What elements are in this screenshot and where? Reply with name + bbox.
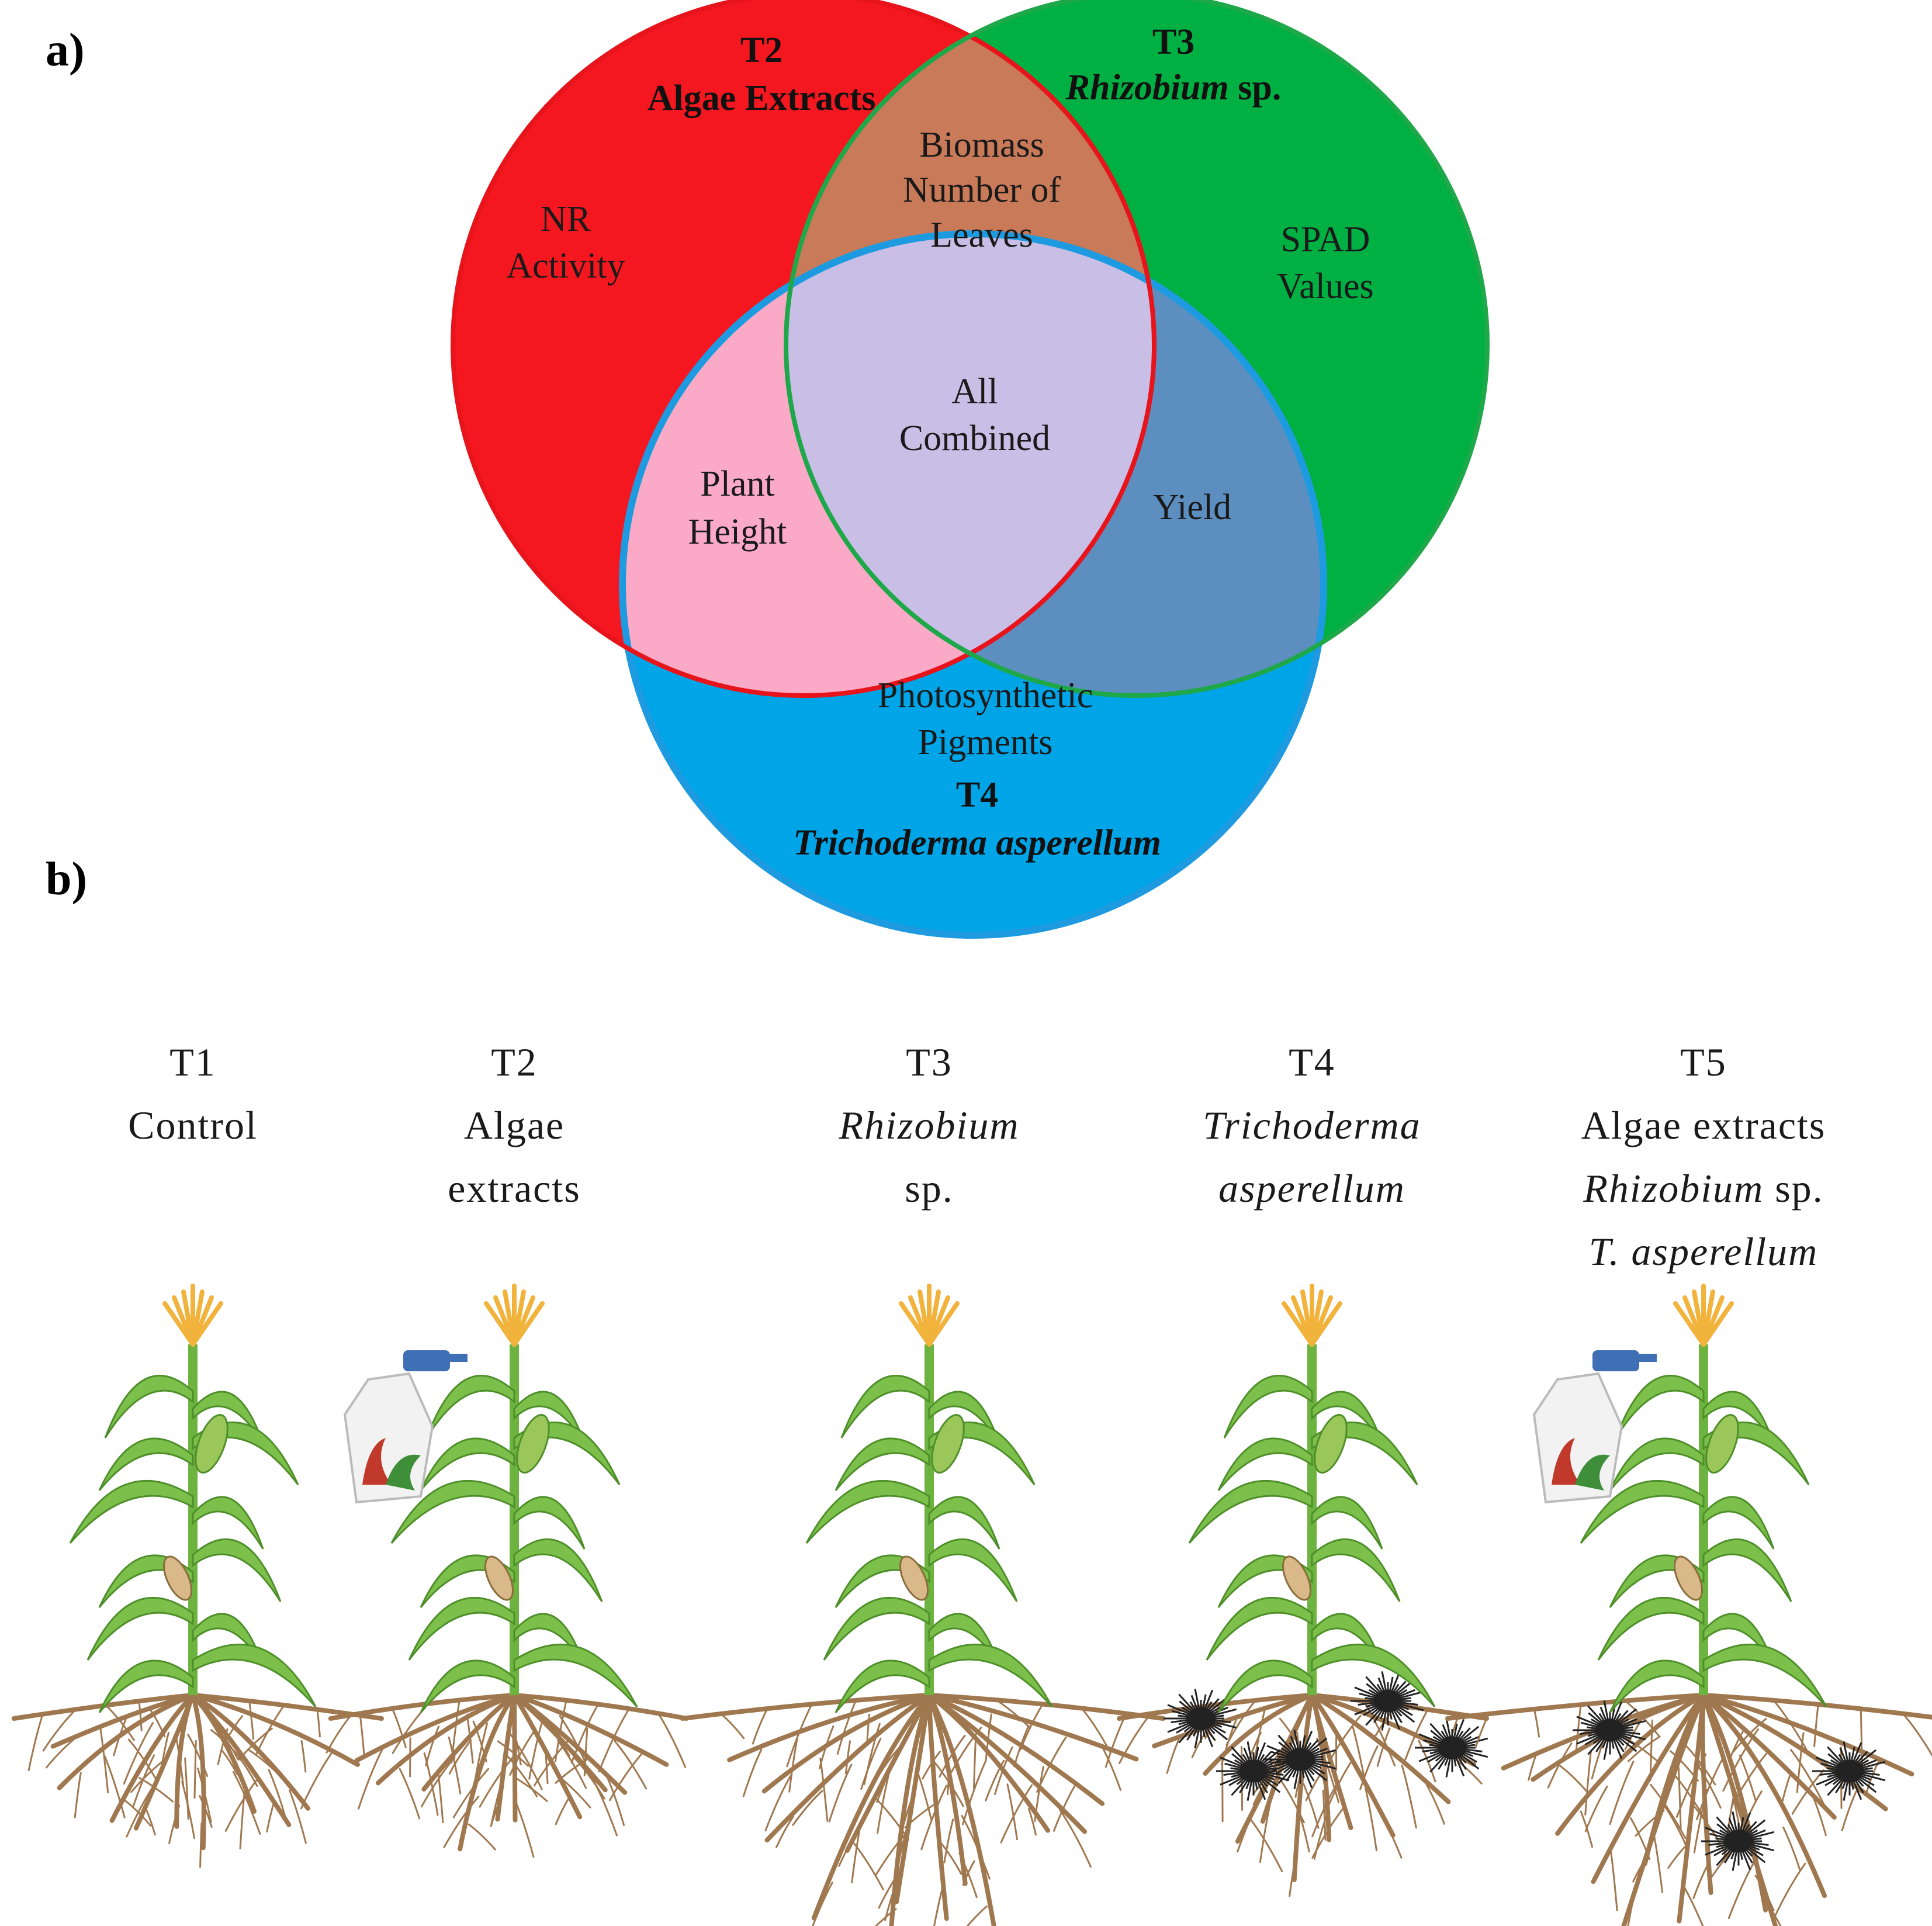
maize-tassel <box>1673 1284 1734 1347</box>
root-system <box>1445 1693 1932 1926</box>
t2-unique-line2: Activity <box>506 246 625 286</box>
venn-diagram-shapes <box>451 0 1490 939</box>
treatment-code-label: T4 <box>1289 1040 1335 1084</box>
t2-circle-outline <box>451 0 1157 698</box>
panel-label-a: a) <box>46 25 85 76</box>
t3-unique-line1: SPAD <box>1281 220 1370 260</box>
maize-cob <box>931 1414 965 1474</box>
treatment-description-line: Algae extracts <box>1581 1103 1826 1147</box>
treatment-description-line: T. asperellum <box>1589 1229 1818 1274</box>
root-system <box>11 1693 384 1868</box>
treatment-description-line: Algae <box>464 1103 565 1147</box>
fungus-colony <box>1701 1811 1775 1871</box>
t2-t3-overlap-line3: Leaves <box>930 215 1033 255</box>
t4-code-label: T4 <box>956 775 998 815</box>
treatment-description-line: Rhizobium <box>839 1103 1020 1147</box>
treatment-description-line: asperellum <box>1218 1166 1405 1211</box>
treatment-code-label: T2 <box>491 1040 538 1084</box>
root-system <box>328 1693 689 1858</box>
all-overlap-line2: Combined <box>899 419 1050 458</box>
t2-t4-overlap-line1: Plant <box>700 464 774 504</box>
t4-unique-line1: Photosynthetic <box>878 676 1093 715</box>
t3-name-label: Rhizobium sp. <box>1065 68 1282 108</box>
t3-t4-overlap-label: Yield <box>1153 487 1231 527</box>
maize-tassel <box>484 1284 545 1347</box>
maize-cob <box>516 1414 550 1474</box>
maize-cob <box>899 1555 929 1601</box>
maize-cob <box>195 1414 228 1474</box>
venn-diagram-labels: T2 Algae Extracts T3 Rhizobium sp. NR Ac… <box>506 22 1373 863</box>
t4-unique-line2: Pigments <box>918 722 1053 762</box>
trichoderma-fungus-group <box>1164 1671 1488 1801</box>
fungus-colony <box>1164 1689 1237 1748</box>
t3-unique-line2: Values <box>1277 267 1373 306</box>
fungus-colony <box>1351 1671 1424 1731</box>
panel-label-b: b) <box>46 853 87 905</box>
root-system <box>680 1693 1166 1926</box>
t4-name-label: Trichoderma asperellum <box>793 823 1161 863</box>
fungus-colony <box>1812 1741 1886 1801</box>
maize-cob <box>163 1555 192 1601</box>
treatment-description-line: extracts <box>448 1166 580 1211</box>
t3-code-label: T3 <box>1152 22 1194 62</box>
treatment-code-label: T3 <box>906 1040 953 1084</box>
t3-circle-outline <box>784 0 1490 698</box>
t3-name-suffix: sp. <box>1229 68 1282 108</box>
treatment-code-label: T5 <box>1680 1040 1727 1084</box>
treatment-description-line: Rhizobium sp. <box>1583 1166 1823 1211</box>
t3-name-italic: Rhizobium <box>1065 68 1229 108</box>
t4-circle-outline <box>619 230 1327 939</box>
maize-tassel <box>899 1284 960 1347</box>
spray-bottle-icon <box>1532 1350 1657 1504</box>
t2-unique-line1: NR <box>541 199 591 239</box>
spray-bottle-icon <box>343 1350 468 1504</box>
t2-t4-overlap-line2: Height <box>688 512 787 552</box>
maize-cob <box>1674 1555 1703 1601</box>
treatment-code-label: T1 <box>169 1040 216 1084</box>
trichoderma-fungus-group <box>1573 1700 1886 1871</box>
t2-name-label: Algae Extracts <box>648 78 876 118</box>
maize-cob <box>1282 1555 1311 1601</box>
fungus-colony <box>1263 1730 1337 1789</box>
treatment-description-line: sp. <box>905 1166 953 1211</box>
maize-cob <box>1705 1414 1739 1474</box>
fungus-colony <box>1573 1700 1646 1760</box>
maize-cob <box>1314 1414 1348 1474</box>
treatment-description-line: Trichoderma <box>1203 1103 1421 1147</box>
all-overlap-line1: All <box>951 372 998 412</box>
maize-cob <box>484 1555 514 1601</box>
maize-tassel <box>162 1284 223 1347</box>
maize-tassel <box>1282 1284 1342 1347</box>
treatment-description-line: Control <box>128 1103 258 1147</box>
t2-t3-overlap-line1: Biomass <box>919 125 1044 165</box>
fungus-colony <box>1415 1718 1488 1778</box>
t2-code-label: T2 <box>740 30 783 70</box>
fungus-colony <box>1216 1741 1290 1801</box>
t2-t3-overlap-line2: Number of <box>903 170 1061 210</box>
